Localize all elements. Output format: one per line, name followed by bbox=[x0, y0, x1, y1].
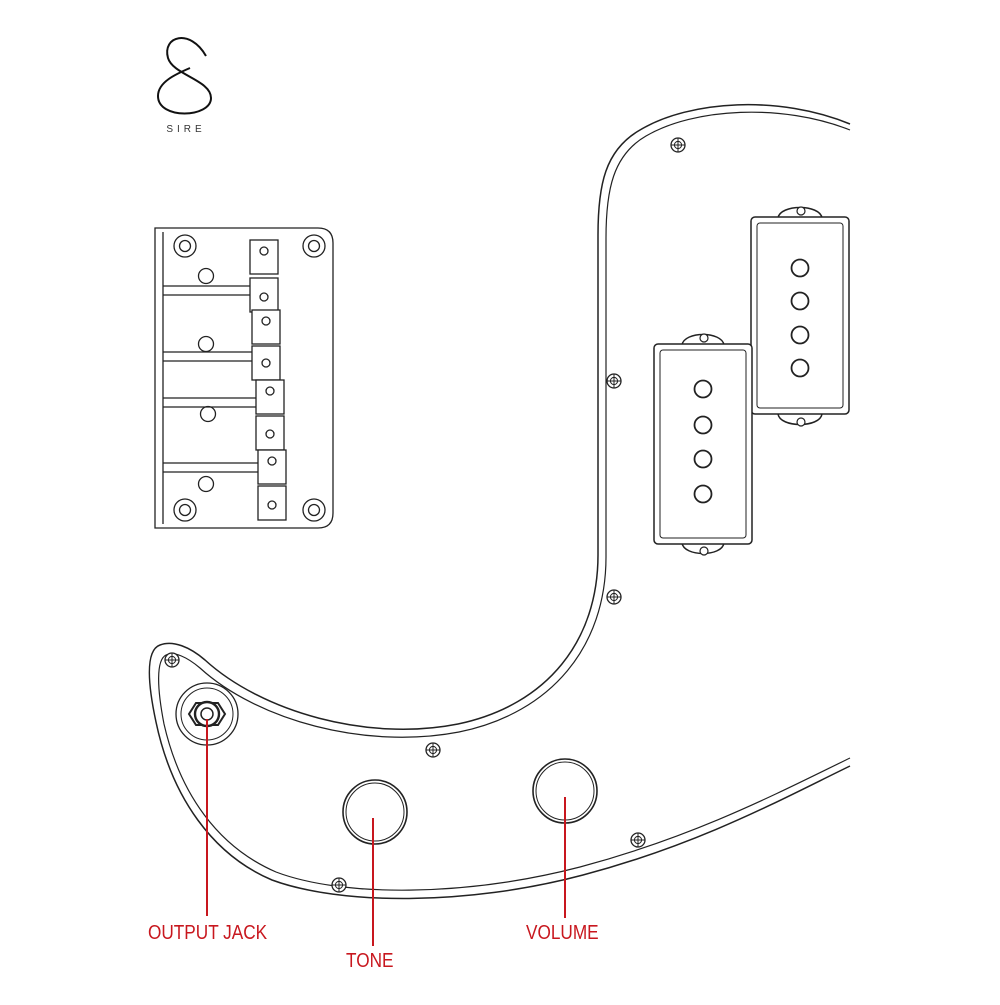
pickguard-screw bbox=[606, 589, 622, 605]
pickguard-screw bbox=[630, 832, 646, 848]
pickup-lower bbox=[653, 333, 753, 556]
bridge-screw bbox=[302, 234, 326, 258]
pickguard-bevel bbox=[158, 111, 851, 891]
pickguard-outline bbox=[148, 103, 851, 900]
pickguard-screw bbox=[670, 137, 686, 153]
bridge-screw bbox=[173, 498, 197, 522]
callout-lines bbox=[206, 719, 566, 946]
pickguard-screw bbox=[331, 877, 347, 893]
pickguard-screw bbox=[164, 652, 180, 668]
bridge-screw bbox=[173, 234, 197, 258]
tone-knob bbox=[342, 779, 408, 845]
s-logo-icon bbox=[156, 37, 213, 115]
pickup-upper bbox=[750, 206, 850, 427]
output-jack bbox=[175, 682, 239, 746]
bridge-screw bbox=[302, 498, 326, 522]
volume-label: VOLUME bbox=[526, 922, 599, 944]
bridge-plate bbox=[154, 227, 334, 529]
output-jack-label: OUTPUT JACK bbox=[148, 922, 268, 944]
pickguard-screw bbox=[606, 373, 622, 389]
tone-label: TONE bbox=[346, 950, 394, 972]
brand-name: SIRE bbox=[166, 124, 206, 135]
pickguard bbox=[148, 103, 851, 900]
bridge bbox=[154, 227, 334, 529]
pickguard-screw bbox=[425, 742, 441, 758]
